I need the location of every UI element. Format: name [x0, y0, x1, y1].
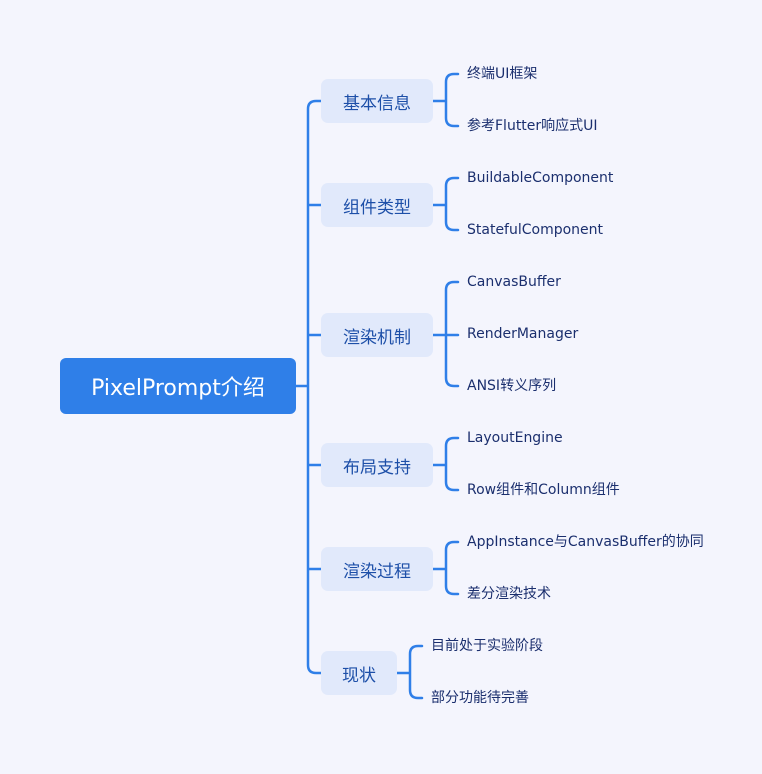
branch-node[interactable]: 渲染过程 — [321, 547, 433, 591]
branch-label: 组件类型 — [343, 197, 411, 218]
branch-label: 渲染机制 — [343, 327, 411, 348]
branch-label: 现状 — [342, 665, 376, 686]
branch-connector-1 — [431, 72, 460, 128]
branch-node[interactable]: 基本信息 — [321, 79, 433, 123]
leaf-node[interactable]: 差分渲染技术 — [467, 586, 551, 602]
root-node[interactable]: PixelPrompt介绍 — [60, 358, 296, 414]
branch-label: 布局支持 — [343, 457, 411, 478]
leaf-node[interactable]: AppInstance与CanvasBuffer的协同 — [467, 534, 704, 550]
branch-node[interactable]: 现状 — [321, 651, 397, 695]
branch-connector-6 — [395, 644, 424, 700]
leaf-node[interactable]: RenderManager — [467, 326, 579, 342]
branch-label: 基本信息 — [343, 93, 411, 114]
root-label: PixelPrompt介绍 — [91, 376, 265, 401]
branch-label: 渲染过程 — [343, 561, 411, 582]
branch-connector-3 — [431, 280, 460, 388]
leaf-node[interactable]: ANSI转义序列 — [467, 378, 557, 394]
leaf-node[interactable]: 目前处于实验阶段 — [431, 638, 543, 654]
branch-node[interactable]: 布局支持 — [321, 443, 433, 487]
leaf-node[interactable]: Row组件和Column组件 — [467, 482, 620, 498]
leaf-node[interactable]: StatefulComponent — [467, 222, 604, 238]
leaf-node[interactable]: CanvasBuffer — [467, 274, 561, 290]
leaf-node[interactable]: BuildableComponent — [467, 170, 614, 186]
trunk-connector — [294, 99, 323, 675]
leaf-node[interactable]: 终端UI框架 — [467, 66, 538, 82]
branch-connector-5 — [431, 540, 460, 596]
leaf-node[interactable]: 参考Flutter响应式UI — [467, 118, 598, 134]
branch-node[interactable]: 渲染机制 — [321, 313, 433, 357]
branch-connector-2 — [431, 176, 460, 232]
leaf-node[interactable]: LayoutEngine — [467, 430, 563, 446]
branch-node[interactable]: 组件类型 — [321, 183, 433, 227]
leaf-node[interactable]: 部分功能待完善 — [431, 690, 529, 706]
branch-connector-4 — [431, 436, 460, 492]
